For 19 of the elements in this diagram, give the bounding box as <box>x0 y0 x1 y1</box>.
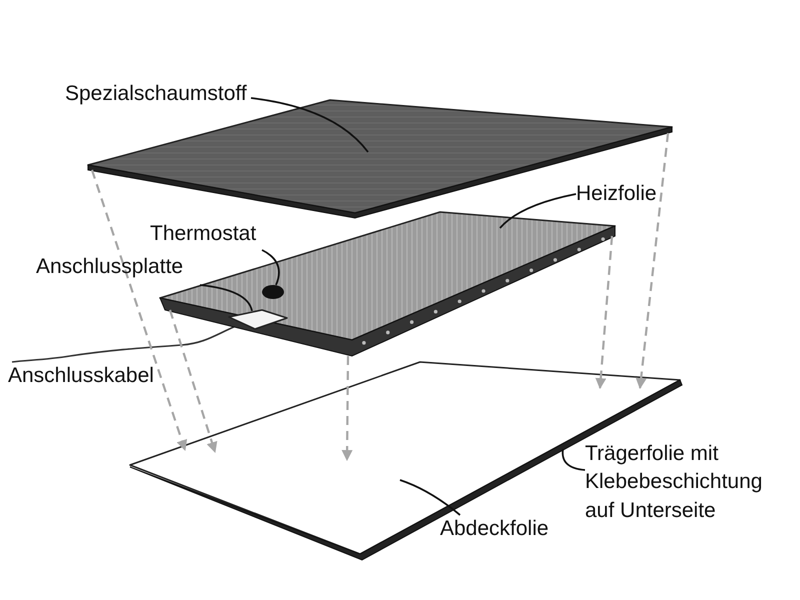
part-label: Anschlusskabel <box>8 364 154 388</box>
part-label: Abdeckfolie <box>440 515 575 547</box>
part-label: Spezialschaumstoff <box>65 80 251 112</box>
leader-line <box>400 479 461 516</box>
leader-line <box>200 284 253 312</box>
leader-line <box>262 249 280 286</box>
part-label: Anschlussplatte <box>36 253 214 285</box>
leader-line <box>250 97 369 153</box>
arrow <box>595 236 614 390</box>
part-label: Thermostat <box>150 220 280 250</box>
arrow <box>636 132 670 390</box>
arrow <box>90 170 188 452</box>
arrow <box>168 310 218 454</box>
arrow <box>342 356 353 462</box>
thermostat-icon <box>262 285 284 299</box>
part-label: Trägerfolie mit Klebebeschichtung auf Unterseite <box>585 440 797 536</box>
leader-line <box>562 448 586 471</box>
part-label: Heizfolie <box>576 180 676 210</box>
connection-plate-drawing <box>228 309 288 330</box>
